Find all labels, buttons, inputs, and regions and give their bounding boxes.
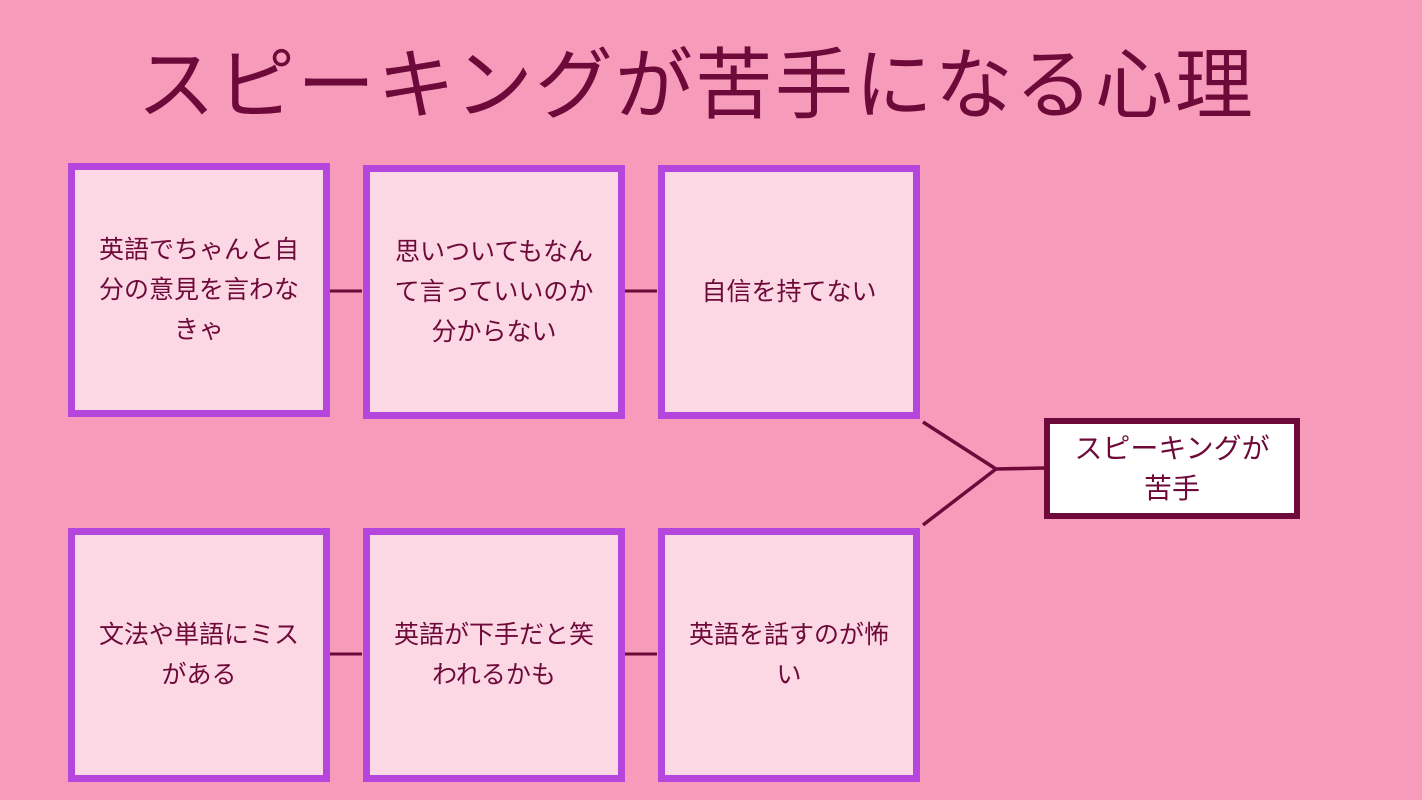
result-box: スピーキングが苦手 bbox=[1044, 418, 1300, 519]
cause-text: 英語でちゃんと自分の意見を言わなきゃ bbox=[98, 235, 299, 344]
cause-text: 思いついてもなんて言っていいのか分からない bbox=[394, 237, 594, 346]
cause-text: 文法や単語にミスがある bbox=[98, 620, 299, 689]
diagram-title: スピーキングが苦手になる心理 bbox=[137, 41, 1255, 131]
cause-box-top-1: 英語でちゃんと自分の意見を言わなきゃ bbox=[68, 163, 330, 417]
cause-text: 英語を話すのが怖い bbox=[688, 620, 889, 689]
cause-text: 自信を持てない bbox=[701, 277, 877, 306]
cause-box-bottom-3: 英語を話すのが怖い bbox=[658, 528, 920, 782]
connector-top-to-junction bbox=[922, 420, 997, 471]
cause-box-top-2: 思いついてもなんて言っていいのか分からない bbox=[363, 165, 625, 419]
cause-text: 英語が下手だと笑われるかも bbox=[393, 620, 594, 689]
connector-bottom-to-junction bbox=[921, 467, 998, 527]
cause-box-bottom-1: 文法や単語にミスがある bbox=[68, 528, 330, 782]
result-text: スピーキングが苦手 bbox=[1074, 431, 1270, 505]
cause-box-bottom-2: 英語が下手だと笑われるかも bbox=[363, 528, 625, 782]
cause-box-top-3: 自信を持てない bbox=[658, 165, 920, 419]
connector-junction-to-result bbox=[995, 466, 1045, 471]
